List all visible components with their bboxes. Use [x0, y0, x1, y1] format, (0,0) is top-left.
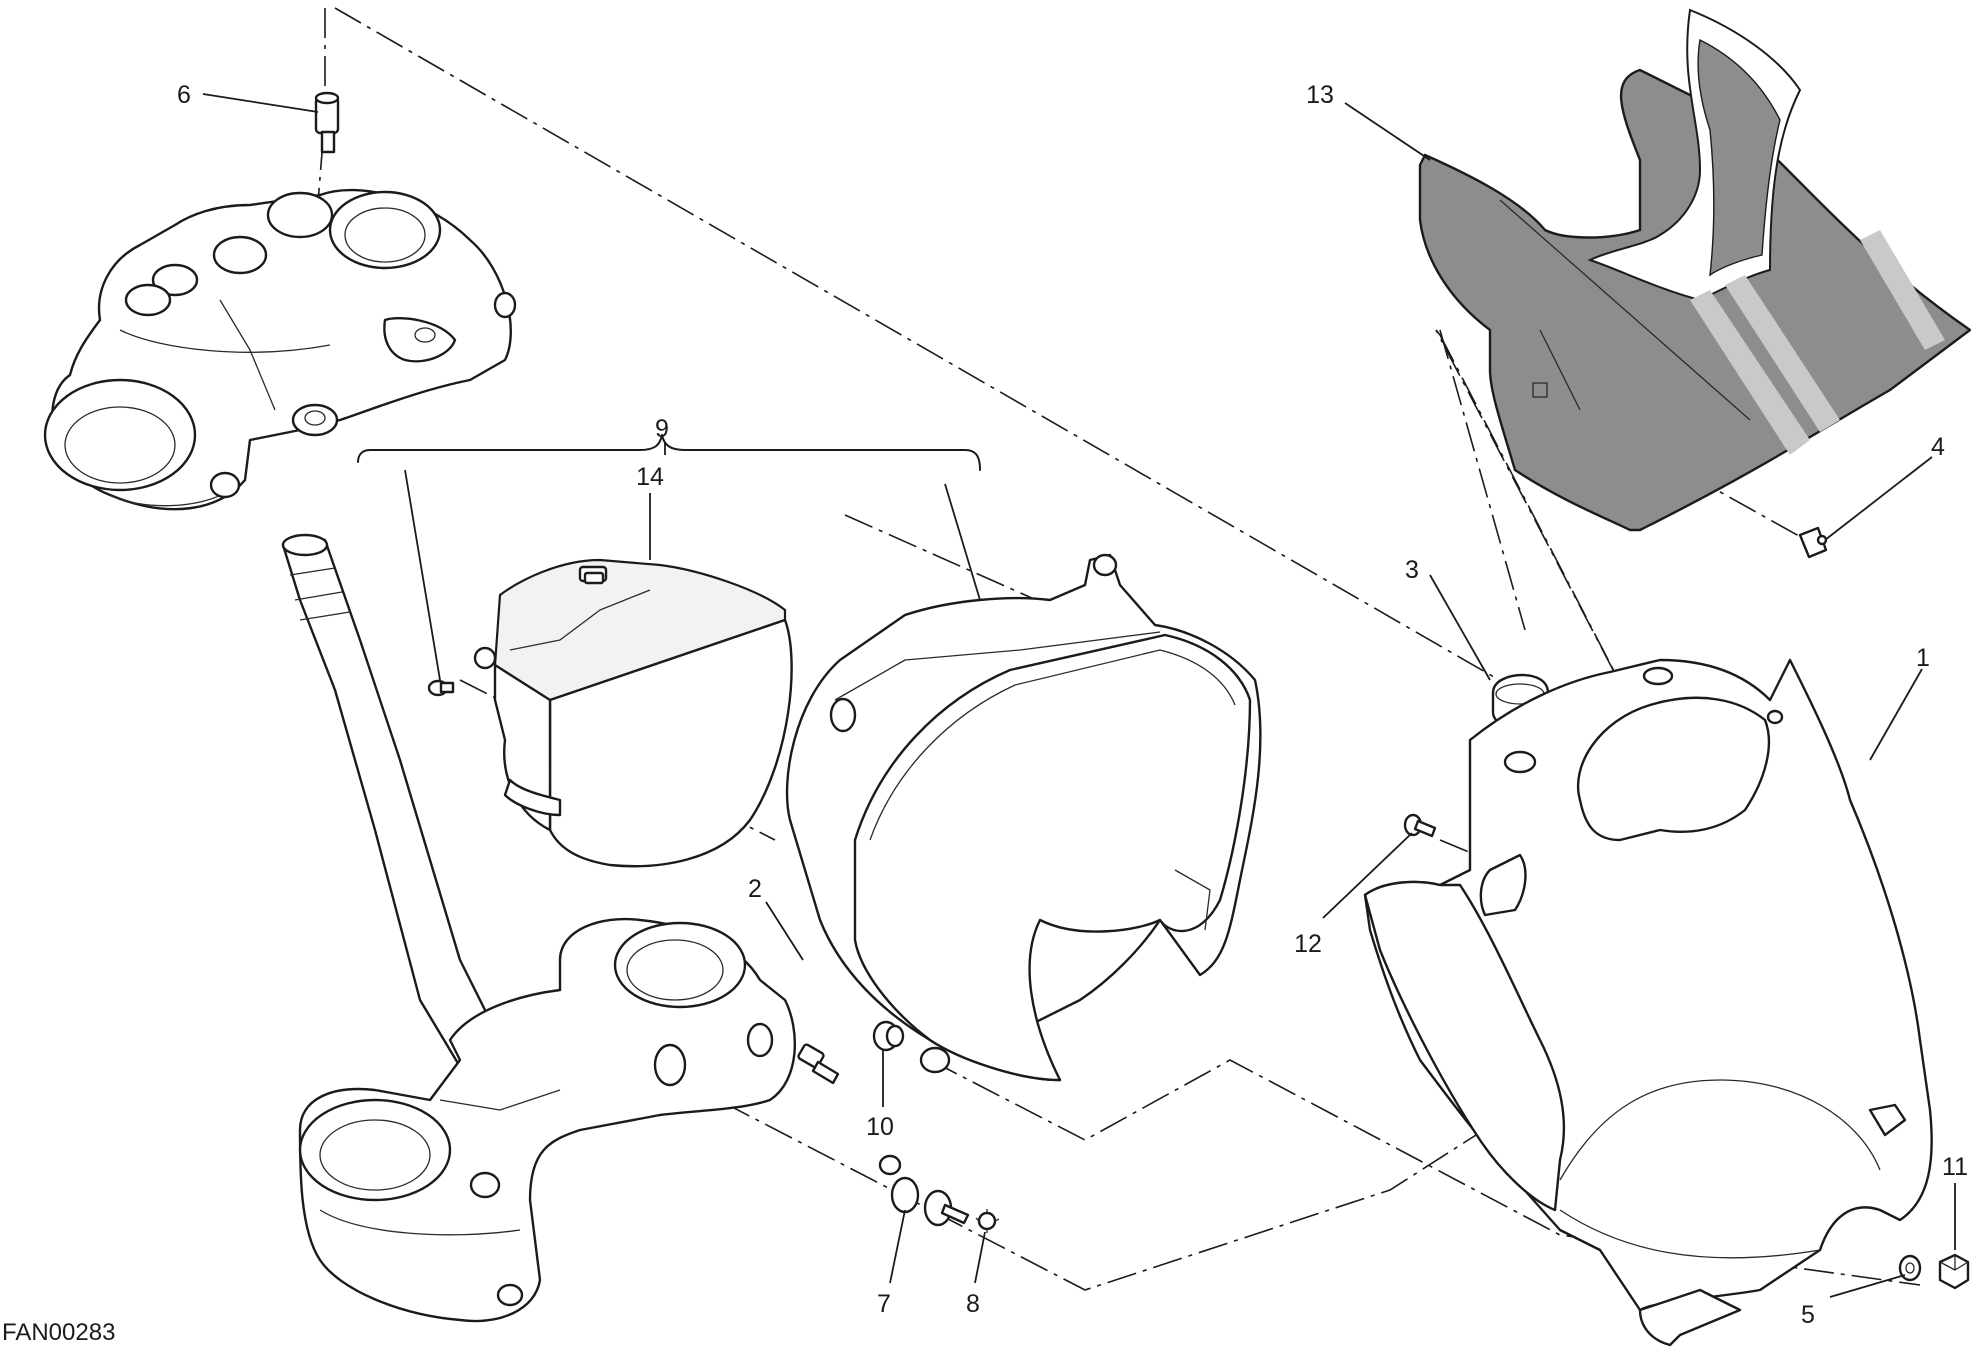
callout-3: 3: [1405, 556, 1419, 584]
bracket-9: [357, 434, 981, 471]
callout-9: 9: [655, 415, 669, 443]
callout-6: 6: [177, 81, 191, 109]
grommet-10: [872, 1020, 905, 1052]
callout-7: 7: [877, 1290, 891, 1318]
callout-5: 5: [1801, 1301, 1815, 1329]
callout-13: 13: [1306, 81, 1334, 109]
headlight-9: [785, 553, 1262, 1082]
bolt-6: [314, 91, 340, 154]
screw-12: [1403, 813, 1437, 838]
callout-1: 1: [1916, 644, 1930, 672]
callout-11: 11: [1942, 1153, 1968, 1181]
screw-2: [797, 1043, 840, 1085]
callout-labels: 6 9 14 2 10 7 8 13 4 3 1 12 11 5: [177, 81, 1968, 1329]
callout-8: 8: [966, 1290, 980, 1318]
nut-11: [1938, 1253, 1970, 1290]
callout-10: 10: [866, 1113, 894, 1141]
callout-12: 12: [1294, 930, 1322, 958]
clip-4: [1798, 526, 1828, 559]
lower-triple-clamp: [298, 917, 796, 1323]
washer-screw-7-8: [878, 1154, 1000, 1233]
leader-lines: [202, 93, 1956, 1298]
callout-2: 2: [748, 875, 762, 903]
windscreen-13: [1418, 8, 1971, 532]
drawing-code: FAN00283: [2, 1319, 115, 1346]
washer-5: [1898, 1254, 1922, 1282]
instrument-14: [473, 558, 793, 868]
upper-triple-clamp: [43, 188, 517, 511]
callout-14: 14: [636, 463, 664, 491]
screw-small: [427, 679, 455, 697]
callout-4: 4: [1931, 433, 1945, 461]
steering-stem: [281, 533, 522, 1102]
headlight-fairing-1: [1363, 658, 1933, 1347]
